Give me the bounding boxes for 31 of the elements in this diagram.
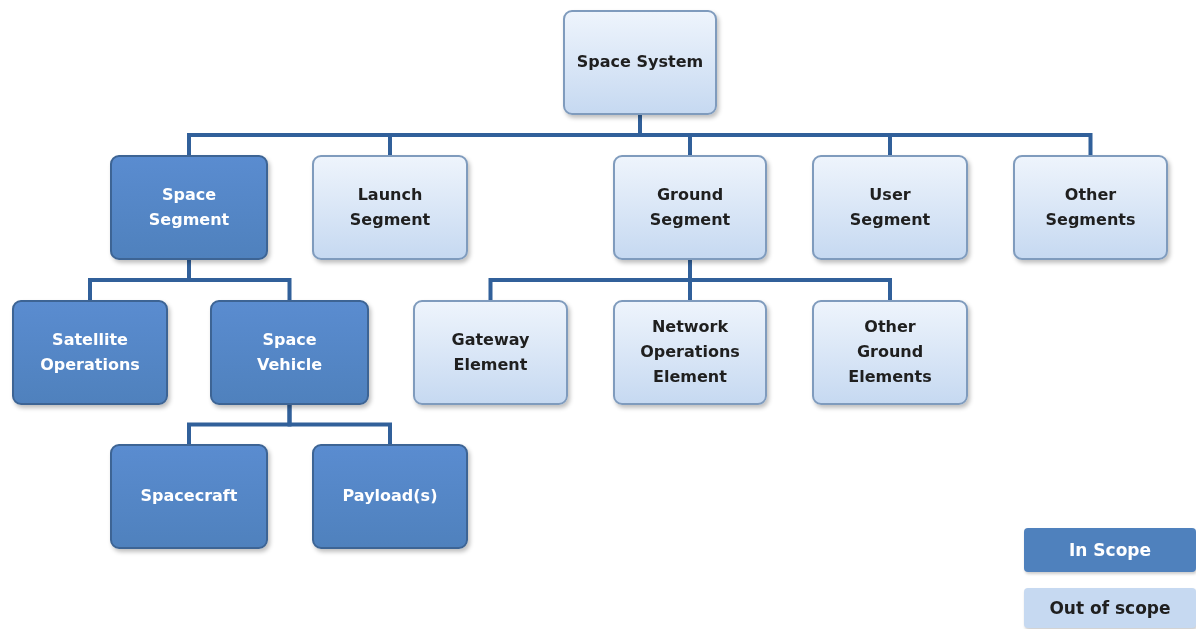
- org-box: [613, 155, 767, 260]
- org-box: [563, 10, 717, 115]
- box-label: Space Segment: [147, 183, 231, 231]
- org-box: [312, 155, 468, 260]
- connector-line: [688, 260, 892, 300]
- org-box: [12, 300, 168, 405]
- org-box: [812, 300, 968, 405]
- org-box: [110, 444, 268, 549]
- box-label: Space System: [576, 51, 704, 74]
- org-box: [210, 300, 369, 405]
- org-box: [1013, 155, 1168, 260]
- box-label: Launch Segment: [348, 183, 432, 231]
- org-box: [110, 155, 268, 260]
- box-label: Payload(s): [342, 485, 438, 508]
- box-label: Ground Segment: [648, 183, 732, 231]
- box-label: Gateway Element: [450, 328, 531, 376]
- box-label: Other Segments: [1044, 183, 1137, 231]
- legend-item: Out of scope: [1024, 588, 1196, 628]
- box-label: Satellite Operations: [39, 328, 141, 376]
- box-label: Other Ground Elements: [847, 316, 933, 388]
- box-label: Network Operations Element: [639, 316, 741, 388]
- connector-line: [638, 115, 1093, 155]
- box-label: Spacecraft: [140, 485, 238, 508]
- box-label: Space Vehicle: [255, 328, 324, 376]
- legend-item: In Scope: [1024, 528, 1196, 572]
- org-box: [413, 300, 568, 405]
- box-label: User Segment: [848, 183, 932, 231]
- connector-line: [287, 405, 392, 444]
- org-box: [613, 300, 767, 405]
- org-box: [312, 444, 468, 549]
- org-box: [812, 155, 968, 260]
